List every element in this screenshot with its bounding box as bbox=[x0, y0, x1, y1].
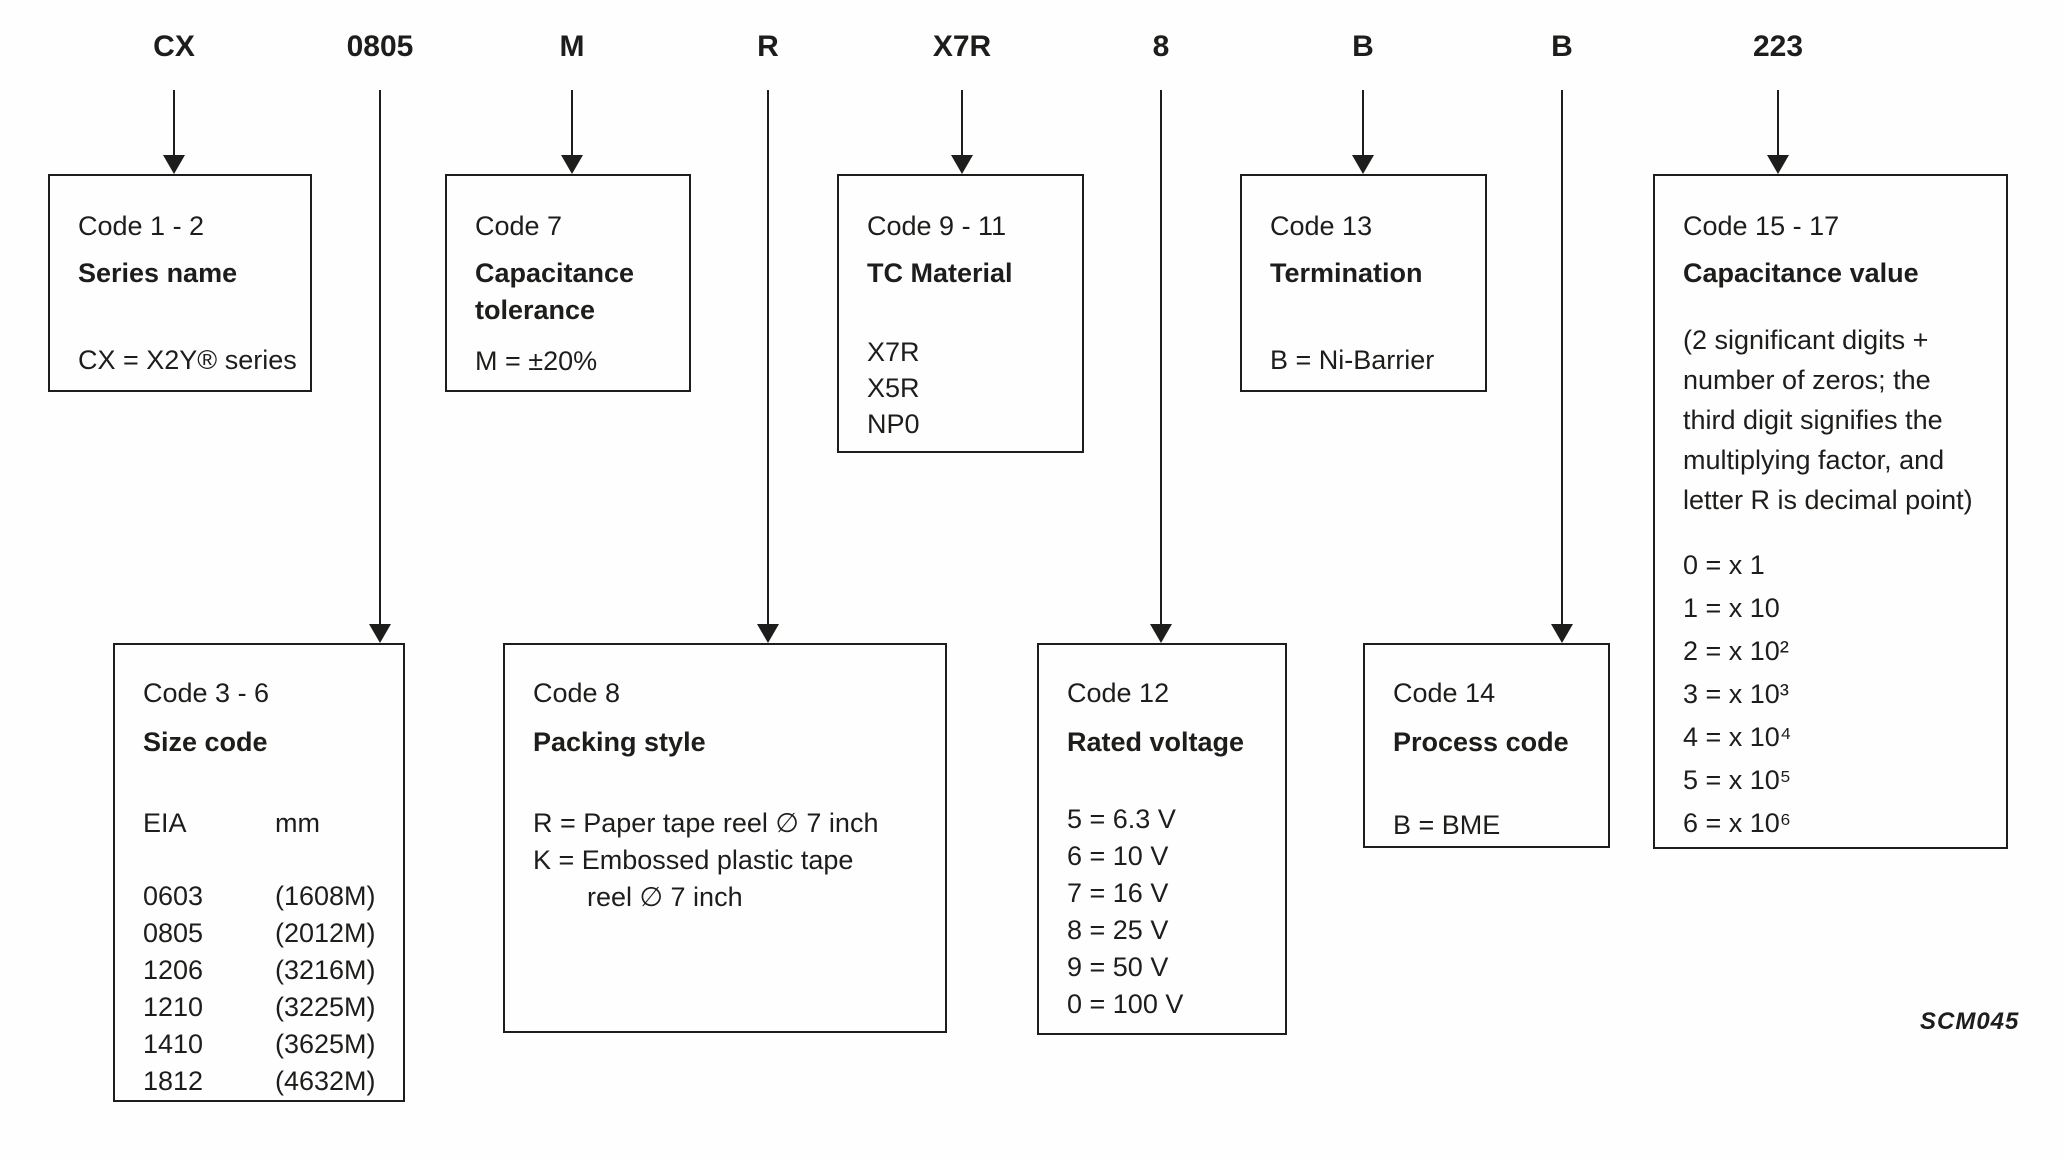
packing-code-range: Code 8 bbox=[533, 678, 621, 708]
arrow-down-icon-tc-material bbox=[950, 90, 974, 174]
arrow-down-icon-process bbox=[1550, 90, 1574, 643]
size-table-header: EIA mm bbox=[143, 805, 395, 842]
size-mm: (4632M) bbox=[275, 1066, 376, 1096]
part-code-label-termination: B bbox=[1352, 30, 1374, 63]
cap-value-title: Capacitance value bbox=[1683, 258, 1919, 288]
size-row: 1206 (3216M) bbox=[143, 952, 395, 989]
termination-title: Termination bbox=[1270, 258, 1423, 288]
size-mm: (3625M) bbox=[275, 1029, 376, 1059]
cap-value-code-range: Code 15 - 17 bbox=[1683, 211, 1840, 241]
size-mm: (3225M) bbox=[275, 992, 376, 1022]
voltage-option: 8 = 25 V bbox=[1067, 915, 1169, 945]
cap-value-note-line: multiplying factor, and bbox=[1683, 445, 1945, 475]
tolerance-code-range: Code 7 bbox=[475, 211, 563, 241]
tolerance-title: Capacitance tolerance bbox=[475, 258, 635, 325]
voltage-option: 5 = 6.3 V bbox=[1067, 804, 1176, 834]
size-mm: (1608M) bbox=[275, 881, 376, 911]
part-code-label-tolerance: M bbox=[559, 30, 585, 63]
size-mm: (3216M) bbox=[275, 955, 376, 985]
size-row: 1210 (3225M) bbox=[143, 989, 395, 1026]
cap-value-note-line: number of zeros; the bbox=[1683, 365, 1931, 395]
cap-value-multiplier: 1 = x 10 bbox=[1683, 593, 1780, 623]
tc-material-option: NP0 bbox=[867, 409, 920, 439]
cap-value-note-line: (2 significant digits + bbox=[1683, 325, 1929, 355]
cap-value-note-line: letter R is decimal point) bbox=[1683, 485, 1973, 515]
size-eia: 0805 bbox=[143, 918, 204, 948]
arrow-down-icon-cap-value bbox=[1766, 90, 1790, 174]
size-col1-header: EIA bbox=[143, 808, 187, 838]
box-rated-voltage: Code 12 Rated voltage 5 = 6.3 V 6 = 10 V… bbox=[1037, 643, 1287, 1035]
size-mm: (2012M) bbox=[275, 918, 376, 948]
part-code-label-voltage: 8 bbox=[1152, 30, 1170, 63]
figure-caption: SCM045 bbox=[1920, 1008, 2020, 1035]
part-code-label-tc-material: X7R bbox=[932, 30, 992, 63]
tc-material-title: TC Material bbox=[867, 258, 1013, 288]
arrow-down-icon-termination bbox=[1351, 90, 1375, 174]
arrow-down-icon-series bbox=[162, 90, 186, 174]
box-process-code: Code 14 Process code B = BME bbox=[1363, 643, 1610, 848]
process-title: Process code bbox=[1393, 727, 1569, 757]
series-title: Series name bbox=[78, 258, 238, 288]
size-row: 0603 (1608M) bbox=[143, 878, 395, 915]
cap-value-multiplier: 0 = x 1 bbox=[1683, 550, 1765, 580]
arrow-down-icon-tolerance bbox=[560, 90, 584, 174]
box-tc-material: Code 9 - 11 TC Material X7R X5R NP0 bbox=[837, 174, 1084, 453]
size-code-range: Code 3 - 6 bbox=[143, 678, 270, 708]
cap-value-multiplier: 5 = x 10⁵ bbox=[1683, 765, 1792, 795]
tc-material-option: X5R bbox=[867, 373, 920, 403]
size-row: 1410 (3625M) bbox=[143, 1026, 395, 1063]
termination-code-range: Code 13 bbox=[1270, 211, 1373, 241]
size-eia: 1410 bbox=[143, 1029, 204, 1059]
voltage-option: 0 = 100 V bbox=[1067, 989, 1184, 1019]
voltage-code-range: Code 12 bbox=[1067, 678, 1170, 708]
box-packing-style: Code 8 Packing style R = Paper tape reel… bbox=[503, 643, 947, 1033]
size-eia: 0603 bbox=[143, 881, 204, 911]
cap-value-multiplier: 6 = x 10⁶ bbox=[1683, 808, 1791, 838]
box-termination: Code 13 Termination B = Ni-Barrier bbox=[1240, 174, 1487, 392]
part-code-label-series: CX bbox=[153, 30, 195, 63]
arrow-down-icon-voltage bbox=[1149, 90, 1173, 643]
cap-value-multiplier: 2 = x 10² bbox=[1683, 636, 1789, 666]
packing-option-k: K = Embossed plastic tape bbox=[533, 845, 854, 875]
cap-value-multiplier: 4 = x 10⁴ bbox=[1683, 722, 1792, 752]
tc-material-code-range: Code 9 - 11 bbox=[867, 211, 1007, 241]
box-capacitance-tolerance: Code 7 Capacitance tolerance M = ±20% bbox=[445, 174, 691, 392]
termination-value: B = Ni-Barrier bbox=[1270, 345, 1435, 375]
tolerance-value: M = ±20% bbox=[475, 346, 598, 376]
size-row: 1812 (4632M) bbox=[143, 1063, 395, 1100]
box-size-code: Code 3 - 6 Size code EIA mm 0603 (1608M) 0… bbox=[113, 643, 405, 1102]
size-eia: 1812 bbox=[143, 1066, 204, 1096]
series-code-range: Code 1 - 2 bbox=[78, 211, 205, 241]
voltage-option: 9 = 50 V bbox=[1067, 952, 1169, 982]
part-code-label-packing: R bbox=[757, 30, 779, 63]
voltage-option: 6 = 10 V bbox=[1067, 841, 1169, 871]
size-title: Size code bbox=[143, 727, 268, 757]
size-col2-header: mm bbox=[275, 808, 320, 838]
series-value: CX = X2Y® series bbox=[78, 345, 297, 375]
packing-option-r: R = Paper tape reel ∅ 7 inch bbox=[533, 808, 879, 838]
process-code-range: Code 14 bbox=[1393, 678, 1496, 708]
arrow-down-icon-packing bbox=[756, 90, 780, 643]
cap-value-note-line: third digit signifies the bbox=[1683, 405, 1943, 435]
voltage-title: Rated voltage bbox=[1067, 727, 1245, 757]
size-eia: 1206 bbox=[143, 955, 204, 985]
size-eia: 1210 bbox=[143, 992, 204, 1022]
voltage-option: 7 = 16 V bbox=[1067, 878, 1169, 908]
process-value: B = BME bbox=[1393, 810, 1501, 840]
tc-material-option: X7R bbox=[867, 337, 920, 367]
packing-option-k-cont: reel ∅ 7 inch bbox=[587, 882, 743, 912]
packing-title: Packing style bbox=[533, 727, 706, 757]
box-capacitance-value: Code 15 - 17 Capacitance value (2 signif… bbox=[1653, 174, 2008, 849]
size-row: 0805 (2012M) bbox=[143, 915, 395, 952]
cap-value-multiplier: 3 = x 10³ bbox=[1683, 679, 1789, 709]
arrow-down-icon-size bbox=[368, 90, 392, 643]
part-code-label-cap-value: 223 bbox=[1752, 30, 1804, 63]
part-code-label-size: 0805 bbox=[346, 30, 414, 63]
part-code-label-process: B bbox=[1551, 30, 1573, 63]
box-series-name: Code 1 - 2 Series name CX = X2Y® series bbox=[48, 174, 312, 392]
